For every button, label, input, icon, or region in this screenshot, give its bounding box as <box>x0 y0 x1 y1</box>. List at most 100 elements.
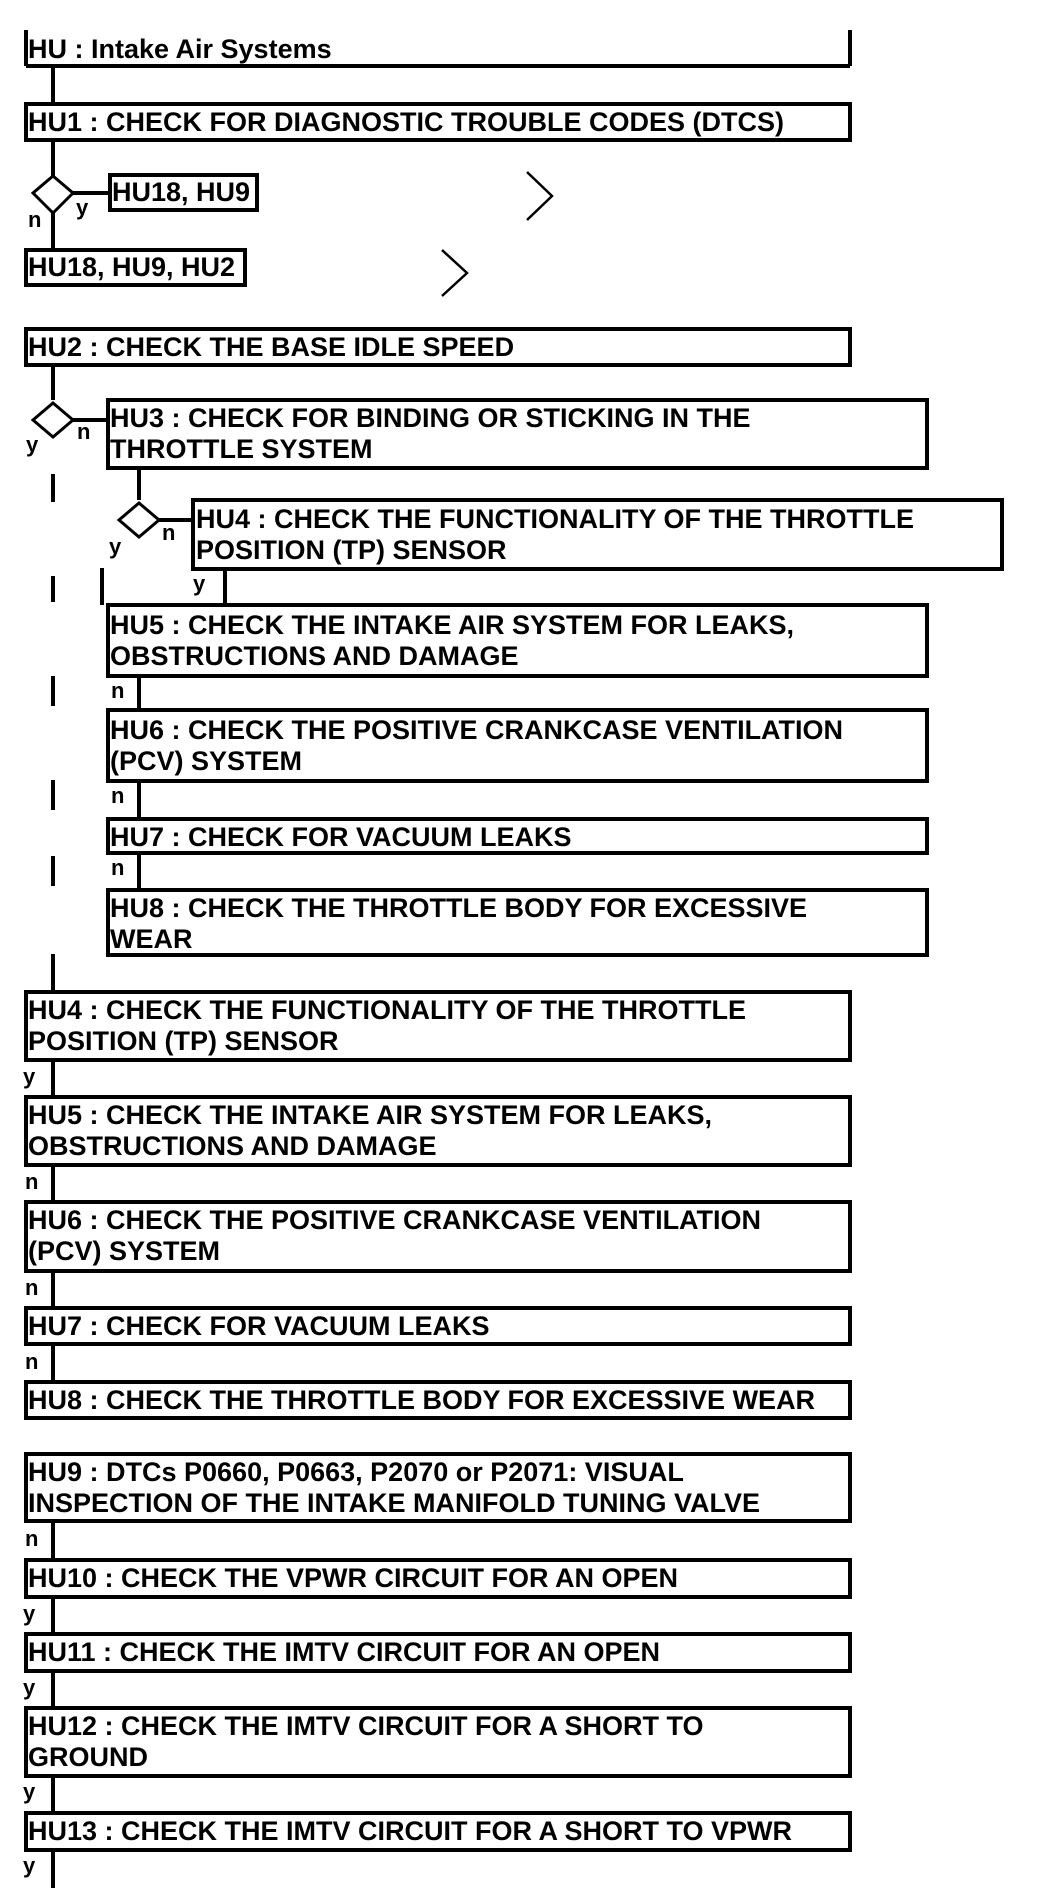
step-label-line: HU18, HU9 <box>112 177 250 207</box>
step-label-line: HU3 : CHECK FOR BINDING OR STICKING IN T… <box>110 403 751 433</box>
branch-yes-label: y <box>23 1064 36 1089</box>
hu5-inner-box <box>106 603 929 678</box>
step-label-line: OBSTRUCTIONS AND DAMAGE <box>110 641 519 671</box>
hu1-yes-box <box>108 173 259 212</box>
hu1-no-box <box>24 248 247 287</box>
step-label-line: HU1 : CHECK FOR DIAGNOSTIC TROUBLE CODES… <box>28 107 784 137</box>
hu5-label: HU5 : CHECK THE INTAKE AIR SYSTEM FOR LE… <box>28 1100 712 1161</box>
branch-no-label: n <box>25 1526 38 1551</box>
hu9-label: HU9 : DTCs P0660, P0663, P2070 or P2071:… <box>28 1457 760 1518</box>
hu6-inner-box <box>106 708 929 783</box>
page-title: HU : Intake Air Systems <box>28 34 332 64</box>
hu12-label: HU12 : CHECK THE IMTV CIRCUIT FOR A SHOR… <box>28 1711 704 1772</box>
connectors <box>24 30 852 1888</box>
step-labels: HU1 : CHECK FOR DIAGNOSTIC TROUBLE CODES… <box>28 107 914 1846</box>
hu11-box <box>24 1632 852 1673</box>
branch-no-label: n <box>111 855 124 880</box>
hu1-label: HU1 : CHECK FOR DIAGNOSTIC TROUBLE CODES… <box>28 107 784 137</box>
hu4-inner-label: HU4 : CHECK THE FUNCTIONALITY OF THE THR… <box>196 504 914 565</box>
step-label-line: HU8 : CHECK THE THROTTLE BODY FOR EXCESS… <box>28 1385 815 1415</box>
hu1-box <box>24 102 852 142</box>
decision-diamond-hu2 <box>30 401 76 439</box>
branch-yes-label: y <box>26 432 39 457</box>
step-label-line: INSPECTION OF THE INTAKE MANIFOLD TUNING… <box>28 1488 760 1518</box>
hu13-label: HU13 : CHECK THE IMTV CIRCUIT FOR A SHOR… <box>28 1816 792 1846</box>
branch-no-label: n <box>77 419 90 444</box>
branch-labels: n y y n y n y n n n y n n n n y y y y <box>23 195 206 1878</box>
hu8-inner-box <box>106 888 929 957</box>
step-label-line: POSITION (TP) SENSOR <box>28 1026 339 1056</box>
branch-no-label: n <box>162 520 175 545</box>
hu7-inner-label: HU7 : CHECK FOR VACUUM LEAKS <box>110 822 572 852</box>
hu3-box <box>106 398 929 470</box>
step-label-line: HU13 : CHECK THE IMTV CIRCUIT FOR A SHOR… <box>28 1816 792 1846</box>
hu4-label: HU4 : CHECK THE FUNCTIONALITY OF THE THR… <box>28 995 746 1056</box>
branch-yes-label: y <box>23 1853 36 1878</box>
step-label-line: OBSTRUCTIONS AND DAMAGE <box>28 1131 437 1161</box>
step-label-line: HU7 : CHECK FOR VACUUM LEAKS <box>110 822 572 852</box>
hu8-inner-label: HU8 : CHECK THE THROTTLE BODY FOR EXCESS… <box>110 893 807 954</box>
hu5-inner-label: HU5 : CHECK THE INTAKE AIR SYSTEM FOR LE… <box>110 610 794 671</box>
hu1-yes-label: HU18, HU9 <box>112 177 250 207</box>
hu2-box <box>24 327 852 367</box>
step-label-line: THROTTLE SYSTEM <box>110 434 373 464</box>
continuation-arrows <box>441 171 554 297</box>
chevron-right-icon <box>441 249 469 297</box>
step-label-line: HU6 : CHECK THE POSITIVE CRANKCASE VENTI… <box>28 1205 761 1235</box>
step-label-line: POSITION (TP) SENSOR <box>196 535 507 565</box>
step-label-line: HU18, HU9, HU2 <box>28 252 235 282</box>
step-label-line: HU8 : CHECK THE THROTTLE BODY FOR EXCESS… <box>110 893 807 923</box>
step-label-line: HU2 : CHECK THE BASE IDLE SPEED <box>28 332 514 362</box>
hu12-box <box>24 1706 852 1778</box>
step-label-line: HU5 : CHECK THE INTAKE AIR SYSTEM FOR LE… <box>28 1100 712 1130</box>
hu11-label: HU11 : CHECK THE IMTV CIRCUIT FOR AN OPE… <box>28 1637 660 1667</box>
hu4-box <box>24 990 852 1062</box>
decision-diamonds <box>30 174 162 539</box>
branch-yes-label: y <box>109 534 122 559</box>
step-label-line: HU9 : DTCs P0660, P0663, P2070 or P2071:… <box>28 1457 684 1487</box>
step-label-line: GROUND <box>28 1742 148 1772</box>
branch-no-label: n <box>25 1349 38 1374</box>
branch-yes-label: y <box>76 195 89 220</box>
branch-yes-label: y <box>193 571 206 596</box>
hu7-label: HU7 : CHECK FOR VACUUM LEAKS <box>28 1311 490 1341</box>
step-label-line: HU12 : CHECK THE IMTV CIRCUIT FOR A SHOR… <box>28 1711 704 1741</box>
step-label-line: HU7 : CHECK FOR VACUUM LEAKS <box>28 1311 490 1341</box>
hu7-inner-box <box>106 817 929 855</box>
branch-no-label: n <box>25 1275 38 1300</box>
hu2-label: HU2 : CHECK THE BASE IDLE SPEED <box>28 332 514 362</box>
hu7-box <box>24 1306 852 1346</box>
branch-yes-label: y <box>23 1601 36 1626</box>
hu6-box <box>24 1200 852 1273</box>
hu5-box <box>24 1095 852 1167</box>
branch-no-label: n <box>111 783 124 808</box>
hu6-label: HU6 : CHECK THE POSITIVE CRANKCASE VENTI… <box>28 1205 761 1266</box>
step-label-line: WEAR <box>110 924 193 954</box>
branch-no-label: n <box>111 678 124 703</box>
hu1-no-label: HU18, HU9, HU2 <box>28 252 235 282</box>
hu10-label: HU10 : CHECK THE VPWR CIRCUIT FOR AN OPE… <box>28 1563 678 1593</box>
branch-yes-label: y <box>23 1675 36 1700</box>
hu4-inner-box <box>191 498 1004 571</box>
step-label-line: (PCV) SYSTEM <box>110 746 302 776</box>
branch-no-label: n <box>25 1169 38 1194</box>
step-label-line: HU6 : CHECK THE POSITIVE CRANKCASE VENTI… <box>110 715 843 745</box>
step-label-line: HU10 : CHECK THE VPWR CIRCUIT FOR AN OPE… <box>28 1563 678 1593</box>
chevron-right-icon <box>526 171 554 221</box>
decision-diamond-hu1 <box>30 174 76 216</box>
hu10-box <box>24 1558 852 1599</box>
hu6-inner-label: HU6 : CHECK THE POSITIVE CRANKCASE VENTI… <box>110 715 843 776</box>
step-label-line: HU5 : CHECK THE INTAKE AIR SYSTEM FOR LE… <box>110 610 794 640</box>
hu3-label: HU3 : CHECK FOR BINDING OR STICKING IN T… <box>110 403 751 464</box>
hu8-box <box>24 1380 852 1420</box>
step-boxes <box>24 102 1004 1852</box>
hu9-box <box>24 1452 852 1523</box>
decision-diamond-hu3 <box>116 501 162 539</box>
step-label-line: HU4 : CHECK THE FUNCTIONALITY OF THE THR… <box>196 504 914 534</box>
hu13-box <box>24 1811 852 1852</box>
step-label-line: HU4 : CHECK THE FUNCTIONALITY OF THE THR… <box>28 995 746 1025</box>
hu8-label: HU8 : CHECK THE THROTTLE BODY FOR EXCESS… <box>28 1385 815 1415</box>
step-label-line: (PCV) SYSTEM <box>28 1236 220 1266</box>
branch-no-label: n <box>28 207 41 232</box>
